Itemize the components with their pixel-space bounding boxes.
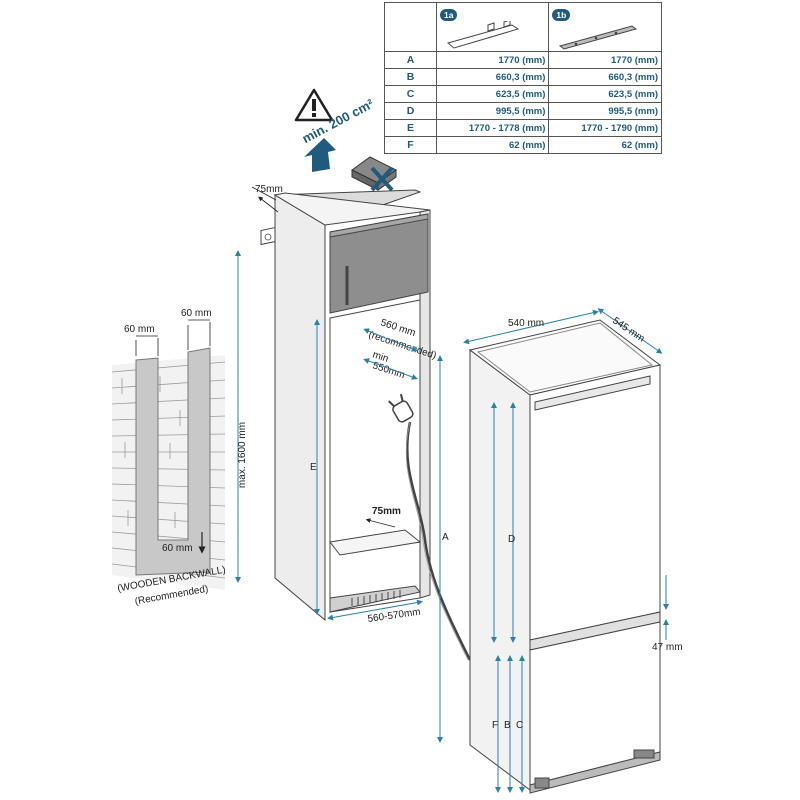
dim-a-label: A xyxy=(442,532,449,543)
gap-75-top-label: 75mm xyxy=(255,184,283,195)
width-60-left-label: 60 mm xyxy=(124,324,155,335)
table-row: D 995,5 (mm) 995,5 (mm) xyxy=(384,102,662,120)
close-icon xyxy=(370,166,394,192)
brick-wall xyxy=(111,347,226,590)
max-1600-label: max. 1600 mm xyxy=(237,422,248,488)
dimensions-table: 1a 1b A 1770 (mm) 1770 (mm) xyxy=(384,2,662,154)
wall-socket xyxy=(260,226,276,246)
airflow-arrow-icon xyxy=(304,138,336,172)
table-row: F 62 (mm) 62 (mm) xyxy=(384,136,662,154)
value-1b: 62 (mm) xyxy=(548,136,662,154)
table-row: E 1770 - 1778 (mm) 1770 - 1790 (mm) xyxy=(384,119,662,137)
gap-75-side-label: 75mm xyxy=(372,506,401,517)
width-560-570-label: 560-570mm xyxy=(367,607,421,625)
value-1a: 62 (mm) xyxy=(435,136,550,154)
power-cord xyxy=(388,393,472,661)
variant-1b-header: 1b xyxy=(548,2,662,52)
variant-1a-badge: 1a xyxy=(440,9,458,21)
dim-d-label: D xyxy=(508,534,515,545)
dim-c-label: C xyxy=(516,720,523,731)
plug-icon xyxy=(388,393,414,423)
gap-60-bottom-label: 60 mm xyxy=(162,543,193,554)
width-540-label: 540 mm xyxy=(508,318,544,329)
dim-e-label: E xyxy=(310,462,317,473)
table-row: B 660,3 (mm) 660,3 (mm) xyxy=(384,68,662,86)
wooden-backwall xyxy=(135,347,211,576)
table-corner-cell xyxy=(384,2,437,52)
bracket-1b-icon xyxy=(559,25,638,50)
dim-b-label: B xyxy=(504,720,511,731)
width-60-right-label: 60 mm xyxy=(181,308,212,319)
top-vent-cover xyxy=(351,156,397,192)
gap-47-label: 47 mm xyxy=(652,642,683,653)
table-row: C 623,5 (mm) 623,5 (mm) xyxy=(384,85,662,103)
dim-f-label: F xyxy=(492,720,498,731)
ventilation-warning: min. 200 cm² xyxy=(294,88,377,172)
socket-icon xyxy=(264,233,272,241)
variant-1b-badge: 1b xyxy=(552,9,571,21)
